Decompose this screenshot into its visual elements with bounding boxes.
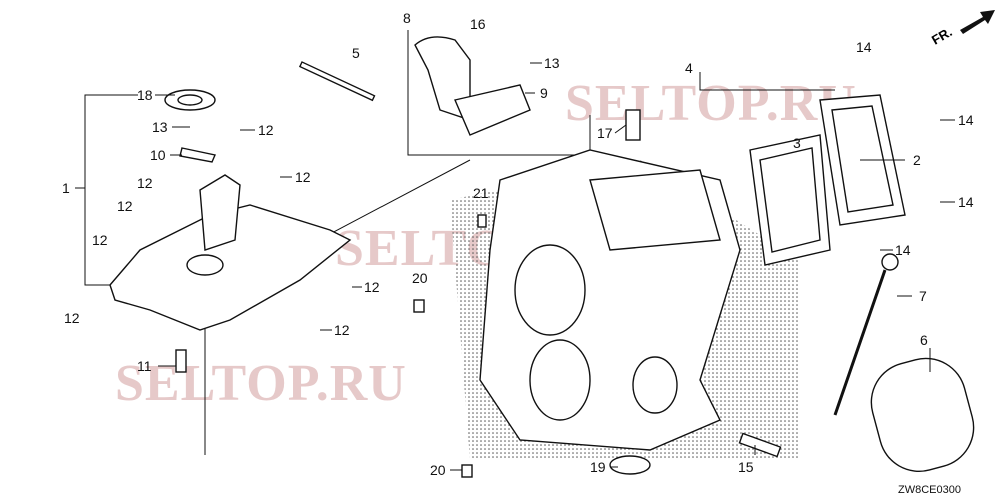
callout-2: 2 [913,152,921,168]
callout-9: 9 [540,85,548,101]
front-direction-arrow: FR. [929,10,995,48]
callout-12: 12 [64,310,80,326]
callout-18: 18 [137,87,153,103]
callout-20: 20 [430,462,446,478]
callout-4: 4 [685,60,693,76]
callout-12: 12 [92,232,108,248]
callout-8: 8 [403,10,411,26]
svg-text:FR.: FR. [929,24,955,47]
callout-14: 14 [856,39,872,55]
dowel-17 [625,109,641,141]
callout-10: 10 [150,147,166,163]
misc-parts [413,214,975,478]
crankcase-cover [109,89,352,373]
callout-3: 3 [793,135,801,151]
callout-6: 6 [920,332,928,348]
dowel-21 [477,214,487,228]
callout-12: 12 [117,198,133,214]
callout-21: 21 [473,185,489,201]
svg-text:SELTOP.RU: SELTOP.RU [565,75,857,132]
callout-11: 11 [137,358,152,374]
dowel-20 [413,299,425,313]
callout-12: 12 [258,122,274,138]
callout-12: 12 [137,175,153,191]
callout-14: 14 [958,112,974,128]
callout-13: 13 [544,55,560,71]
callout-12: 12 [364,279,380,295]
callout-7: 7 [919,288,927,304]
callout-14: 14 [958,194,974,210]
oil-filter-6 [870,357,975,473]
callout-20: 20 [412,270,428,286]
leader-lines [155,62,955,471]
callout-13: 13 [152,119,168,135]
diagram-code: ZW8CE0300 [898,484,961,496]
callout-12: 12 [295,169,311,185]
oil-seal-19 [609,455,651,475]
stud-15 [738,432,782,458]
callout-labels: 18 13 12 10 1 12 12 12 12 12 12 12 11 5 … [62,10,974,496]
breather-parts [298,36,641,141]
dowel-20b [461,464,473,478]
cylinder-block [450,149,800,460]
callout-12: 12 [334,322,350,338]
callout-15: 15 [738,459,754,475]
callout-19: 19 [590,459,606,475]
callout-16: 16 [470,16,486,32]
callout-17: 17 [597,125,613,141]
svg-text:SELTOP.RU: SELTOP.RU [115,355,407,412]
callout-5: 5 [352,45,360,61]
bolt-5 [298,61,376,102]
callout-1: 1 [62,180,70,196]
callout-14: 14 [895,242,911,258]
